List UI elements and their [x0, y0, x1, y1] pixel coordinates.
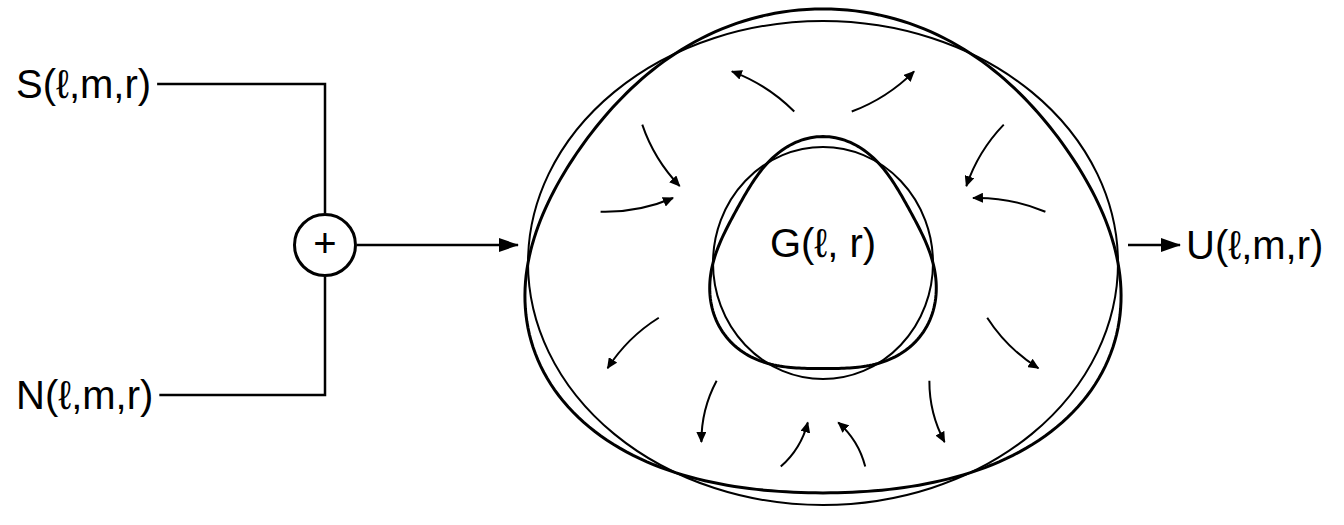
- flow-arrow: [642, 125, 679, 186]
- summing-junction: +: [293, 213, 357, 277]
- flow-arrow: [973, 198, 1045, 212]
- flow-arrow: [929, 381, 944, 442]
- flow-arrow: [852, 71, 914, 111]
- input-signal: S(ℓ,m,r): [10, 58, 157, 110]
- signal-line: [157, 84, 325, 213]
- flow-arrow: [608, 318, 659, 368]
- flow-arrow: [732, 71, 794, 111]
- flow-arrow: [781, 422, 808, 466]
- flow-arrow: [701, 381, 716, 442]
- node-label: +: [313, 223, 336, 263]
- deformed-outer-surface: [525, 9, 1121, 493]
- outer-sphere: [528, 21, 1118, 505]
- flow-arrow: [987, 318, 1038, 368]
- deformed-inner-surface: [710, 137, 937, 369]
- input-noise: N(ℓ,m,r): [10, 369, 159, 421]
- signal-line: [357, 244, 518, 247]
- signal-line: [159, 277, 325, 395]
- flow-arrow: [838, 422, 865, 466]
- shell-model: G(ℓ, r): [518, 5, 1128, 520]
- node-label: N(ℓ,m,r): [16, 373, 153, 417]
- flow-arrow: [601, 198, 673, 212]
- signal-line: [1128, 244, 1180, 247]
- node-label: S(ℓ,m,r): [16, 62, 151, 106]
- node-label: U(ℓ,m,r): [1186, 223, 1323, 267]
- inner-sphere: [713, 147, 933, 379]
- flow-arrow: [966, 125, 1003, 186]
- output-signal: U(ℓ,m,r): [1180, 219, 1329, 271]
- node-label: G(ℓ, r): [770, 221, 876, 265]
